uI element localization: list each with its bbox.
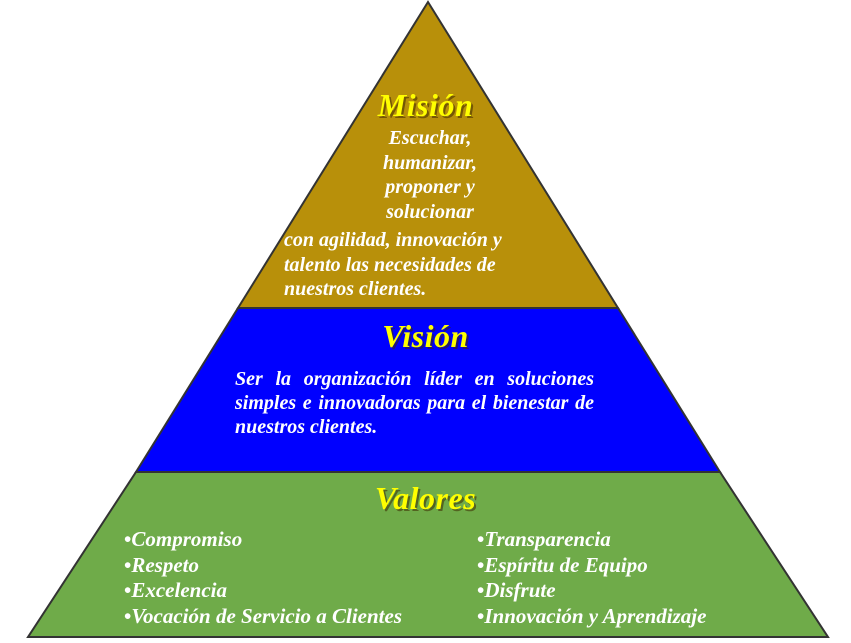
mision-line: con agilidad, innovación y bbox=[284, 229, 502, 251]
valores-item-label: Vocación de Servicio a Clientes bbox=[131, 603, 403, 628]
section-title-mision: Misión bbox=[377, 87, 474, 123]
mision-line: proponer y bbox=[385, 176, 475, 198]
mision-line: talento las necesidades de bbox=[284, 253, 496, 276]
mision-line: Escuchar, bbox=[388, 127, 472, 149]
mision-line: solucionar bbox=[386, 200, 474, 223]
valores-item-label: Espíritu de Equipo bbox=[484, 552, 648, 577]
mision-line: nuestros clientes. bbox=[284, 278, 427, 300]
mision-body-left-lines: con agilidad, innovación y talento las n… bbox=[284, 228, 584, 302]
vision-body-text: Ser la organización líder en soluciones … bbox=[235, 368, 594, 438]
valores-list-item: •Innovación y Aprendizaje bbox=[477, 604, 706, 630]
bullet-icon: • bbox=[124, 603, 132, 628]
section-title-vision: Visión bbox=[382, 318, 469, 354]
valores-list-item: •Respeto bbox=[124, 553, 402, 579]
valores-column-left: •Compromiso •Respeto •Excelencia •Vocaci… bbox=[124, 527, 402, 629]
bullet-icon: • bbox=[124, 552, 132, 577]
valores-list-item: •Excelencia bbox=[124, 578, 402, 604]
bullet-icon: • bbox=[477, 603, 485, 628]
valores-column-right: •Transparencia •Espíritu de Equipo •Disf… bbox=[477, 527, 706, 629]
valores-item-label: Transparencia bbox=[484, 527, 611, 551]
valores-item-label: Disfrute bbox=[484, 578, 556, 602]
bullet-icon: • bbox=[124, 578, 132, 602]
valores-item-label: Respeto bbox=[131, 552, 200, 577]
valores-item-label: Excelencia bbox=[131, 578, 227, 602]
mision-line: humanizar, bbox=[383, 151, 477, 174]
valores-list-item: •Transparencia bbox=[477, 527, 706, 553]
valores-list-item: •Disfrute bbox=[477, 578, 706, 604]
bullet-icon: • bbox=[477, 527, 485, 551]
valores-item-label: Innovación y Aprendizaje bbox=[484, 603, 707, 628]
section-title-valores: Valores bbox=[374, 480, 477, 516]
mision-body-centered-lines: Escuchar, humanizar, proponer y solucion… bbox=[285, 126, 575, 224]
bullet-icon: • bbox=[477, 578, 485, 602]
valores-list-item: •Compromiso bbox=[124, 527, 402, 553]
valores-list-item: •Espíritu de Equipo bbox=[477, 553, 706, 579]
pyramid-band-valores-shape bbox=[26, 471, 830, 638]
valores-list-item: •Vocación de Servicio a Clientes bbox=[124, 604, 402, 630]
bullet-icon: • bbox=[124, 527, 132, 551]
bullet-icon: • bbox=[477, 552, 485, 577]
valores-item-label: Compromiso bbox=[131, 527, 243, 551]
